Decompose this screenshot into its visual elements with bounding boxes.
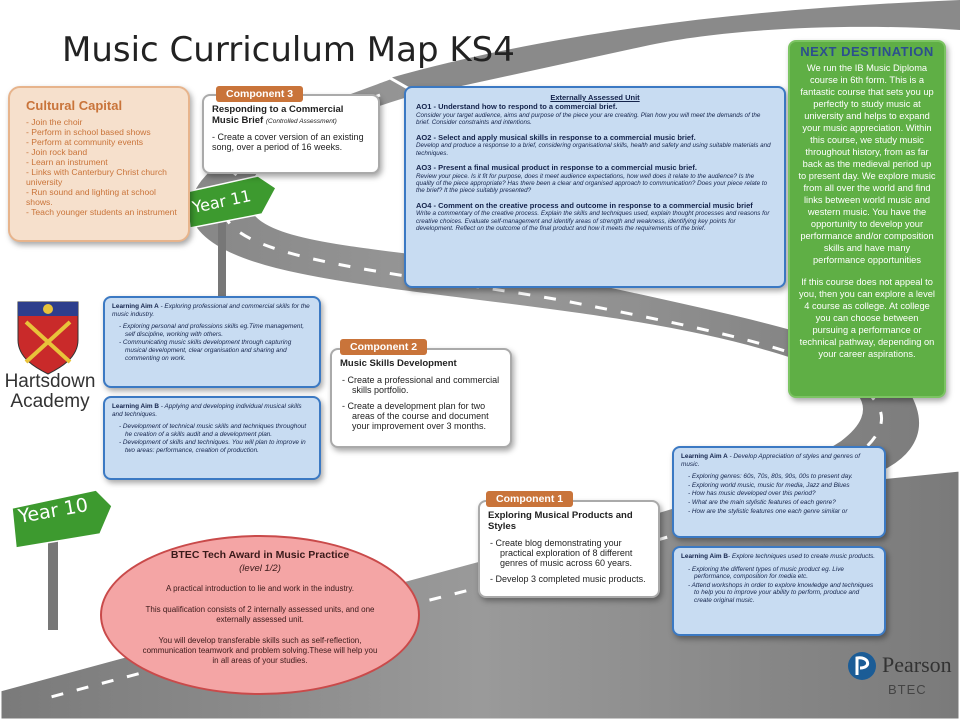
- school-name-line2: Academy: [10, 391, 90, 412]
- list-item: How are the stylistic features one each …: [688, 508, 877, 516]
- list-item: Communicating music skills development t…: [119, 339, 312, 362]
- pearson-name: Pearson: [882, 652, 952, 677]
- comp2-learning-aim-b: Learning Aim B - Applying and developing…: [103, 396, 321, 480]
- list-item: Join the choir: [26, 117, 178, 127]
- list-item: Exploring the different types of music p…: [688, 566, 877, 581]
- list-item: Exploring personal and professions skill…: [119, 323, 312, 338]
- list-item: Development of technical music skills an…: [119, 423, 312, 438]
- ao-title: AO4 - Comment on the creative process an…: [416, 200, 753, 210]
- component2-heading: Music Skills Development: [340, 358, 457, 369]
- component3-panel: Responding to a Commercial Music Brief (…: [202, 94, 380, 174]
- list-item: How has music developed over this period…: [688, 490, 877, 498]
- list-item: Development of skills and techniques. Yo…: [119, 439, 312, 454]
- aim-desc: - Explore techniques used to create musi…: [728, 553, 876, 560]
- comp2-learning-aim-a: Learning Aim A - Exploring professional …: [103, 296, 321, 388]
- ao-item: AO4 - Comment on the creative process an…: [416, 200, 774, 233]
- btec-para3: You will develop transferable skills suc…: [142, 636, 378, 665]
- aim-title: Learning Aim B: [112, 403, 159, 410]
- page-title: Music Curriculum Map KS4: [62, 30, 515, 70]
- list-item: Attend workshops in order to explore kno…: [688, 582, 877, 605]
- aim-title: Learning Aim A: [112, 303, 159, 310]
- component1-heading: Exploring Musical Products and Styles: [488, 510, 633, 532]
- comp1-learning-aim-a: Learning Aim A - Develop Appreciation of…: [672, 446, 886, 538]
- list-item: Perform in school based shows: [26, 127, 178, 137]
- list-item: Run sound and lighting at school shows.: [26, 187, 178, 207]
- list-item: Teach younger students an instrument: [26, 207, 178, 217]
- ao-text: Review your piece. Is it fit for purpose…: [416, 172, 768, 195]
- school-name-line1: Hartsdown: [4, 371, 96, 392]
- cultural-capital-heading: Cultural Capital: [26, 98, 123, 113]
- btec-title: BTEC Tech Award in Music Practice: [170, 549, 350, 561]
- list-item: Create blog demonstrating your practical…: [488, 538, 650, 568]
- aim-title: Learning Aim B: [681, 553, 728, 560]
- component3-tag: Component 3: [216, 86, 304, 102]
- ao-text: Develop and produce a response to a brie…: [416, 142, 771, 157]
- aim-desc: - Develop Appreciation of styles and gen…: [681, 453, 861, 468]
- ao-text: Consider your target audience, aims and …: [416, 111, 761, 127]
- component3-heading: Responding to a Commercial Music Brief: [212, 104, 344, 126]
- aim-desc: - Exploring professional and commercial …: [112, 303, 310, 318]
- list-item: Create a professional and commercial ski…: [340, 375, 502, 395]
- ao-item: AO1 - Understand how to respond to a com…: [416, 103, 774, 126]
- btec-para2: This qualification consists of 2 interna…: [145, 605, 375, 624]
- next-destination-para2: If this course does not appeal to you, t…: [799, 277, 935, 359]
- ao-title: AO3 - Present a final musical product in…: [416, 163, 697, 173]
- ao-item: AO2 - Select and apply musical skills in…: [416, 132, 774, 157]
- btec-para1: A practical introduction to lie and work…: [166, 584, 354, 593]
- list-item: Create a development plan for two areas …: [340, 401, 502, 431]
- component1-tag: Component 1: [486, 491, 574, 507]
- ao-text: Write a commentary of the creative proce…: [416, 210, 770, 233]
- list-item: What are the main stylistic features of …: [688, 499, 877, 507]
- pearson-logo: Pearson BTEC: [844, 648, 960, 708]
- btec-info-ellipse: BTEC Tech Award in Music Practice (level…: [100, 535, 420, 695]
- component3-text: - Create a cover version of an existing …: [212, 132, 364, 152]
- list-item: Exploring genres: 60s, 70s, 80s, 90s, 00…: [688, 473, 877, 481]
- ao-item: AO3 - Present a final musical product in…: [416, 164, 774, 195]
- pearson-sub: BTEC: [888, 682, 927, 697]
- component2-tag: Component 2: [340, 339, 428, 355]
- list-item: Learn an instrument: [26, 157, 178, 167]
- external-unit-panel: Externally Assessed Unit AO1 - Understan…: [404, 86, 786, 288]
- cultural-capital-panel: Cultural Capital Join the choir Perform …: [8, 86, 190, 242]
- next-destination-panel: NEXT DESTINATION We run the IB Music Dip…: [788, 40, 946, 398]
- ao-title: AO2 - Select and apply musical skills in…: [416, 132, 696, 142]
- list-item: Links with Canterbury Christ church univ…: [26, 167, 178, 187]
- list-item: Exploring world music, music for media, …: [688, 482, 877, 490]
- next-destination-para1: We run the IB Music Diploma course in 6t…: [798, 63, 936, 265]
- ao-title: AO1 - Understand how to respond to a com…: [416, 102, 618, 112]
- aim-title: Learning Aim A: [681, 453, 728, 460]
- component3-note: (Controlled Assessment): [265, 118, 337, 125]
- aim-desc: - Applying and developing individual mus…: [112, 403, 302, 418]
- comp1-learning-aim-b: Learning Aim B- Explore techniques used …: [672, 546, 886, 636]
- component1-panel: Exploring Musical Products and Styles Cr…: [478, 500, 660, 598]
- list-item: Perform at community events: [26, 137, 178, 147]
- btec-subtitle: (level 1/2): [239, 563, 281, 574]
- external-unit-heading: Externally Assessed Unit: [550, 93, 640, 102]
- component2-panel: Music Skills Development Create a profes…: [330, 348, 512, 448]
- list-item: Develop 3 completed music products.: [488, 574, 650, 584]
- list-item: Join rock band: [26, 147, 178, 157]
- school-name: Hartsdown Academy: [0, 372, 100, 412]
- next-destination-heading: NEXT DESTINATION: [800, 44, 934, 59]
